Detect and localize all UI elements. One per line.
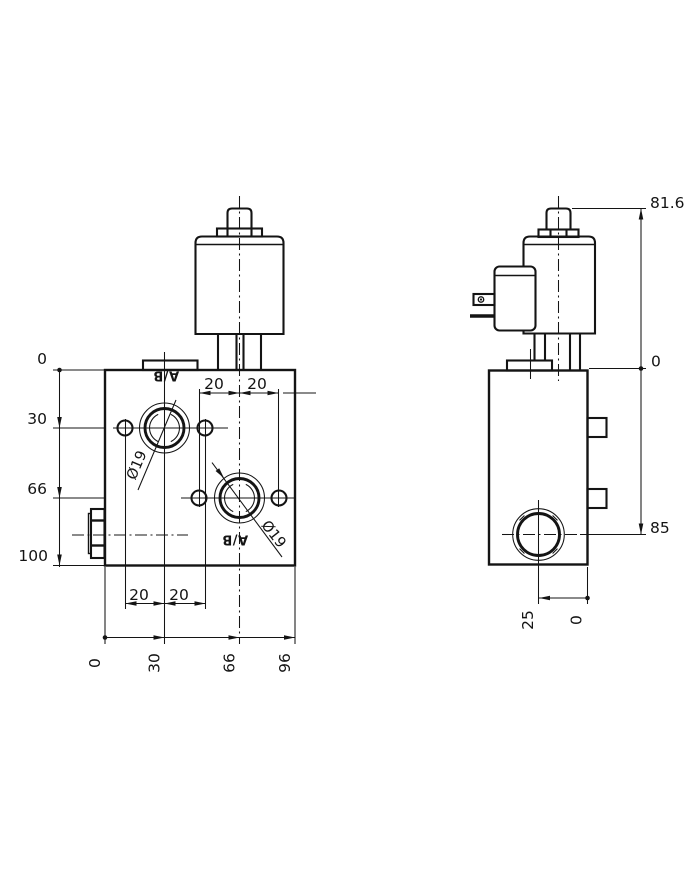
port-a-bore-circle xyxy=(143,407,186,449)
hex-corner-3 xyxy=(519,515,525,521)
front-solenoid xyxy=(194,207,285,370)
front-view-dimension-lines xyxy=(57,367,316,640)
port-b xyxy=(190,462,288,558)
arrow-bot-pair-left xyxy=(125,601,137,606)
origin-dot-side xyxy=(638,366,644,371)
mount-hole-b-right xyxy=(270,489,288,507)
origin-dot-bottom xyxy=(102,635,108,640)
dim-left-100: 100 xyxy=(18,547,48,565)
dim-bottom-0: 0 xyxy=(86,658,104,668)
port-a-diameter-leader xyxy=(137,399,177,491)
side-view-dimension-lines xyxy=(539,208,644,601)
port-b-leader-arrow xyxy=(215,468,225,479)
mount-hole-a-left xyxy=(116,419,134,437)
solenoid-top-cap xyxy=(226,207,253,230)
hex-corner-1 xyxy=(552,548,558,554)
side-view: 81.6 0 85 25 0 xyxy=(470,194,685,630)
arrow-100 xyxy=(57,554,62,566)
arrow-85 xyxy=(638,523,644,535)
arrow-25 xyxy=(539,595,550,601)
side-plug-body xyxy=(89,507,106,560)
front-block xyxy=(87,359,297,567)
front-view-centerlines xyxy=(53,196,296,644)
origin-dot-left xyxy=(57,367,62,373)
front-block-outline xyxy=(103,368,297,567)
arrow-bot-pair-mid-l xyxy=(153,601,165,606)
dim-side-bottom-0: 0 xyxy=(568,615,586,625)
port-b-thread-arc-right xyxy=(245,483,255,513)
port-b-outer-circle xyxy=(213,472,266,524)
side-view-centerlines xyxy=(502,196,646,604)
front-flange-tab xyxy=(141,359,199,372)
dim-85: 85 xyxy=(650,519,670,537)
diameter-label-top: Ø19 xyxy=(124,449,150,483)
side-view-labels: 81.6 0 85 25 0 xyxy=(519,194,685,630)
side-block xyxy=(487,359,608,566)
hex-corner-2 xyxy=(519,548,525,554)
arrow-b96 xyxy=(284,635,295,640)
terminal-screw-dot xyxy=(479,298,483,301)
side-solenoid-coil-body xyxy=(522,235,597,335)
arrow-bot-pair-mid-r xyxy=(164,601,176,606)
side-port-bore-circle xyxy=(516,512,561,557)
arrow-top-pair-mid-l xyxy=(228,390,240,396)
port-a-thread-arc-right xyxy=(170,413,180,443)
dim-bottom-66: 66 xyxy=(221,653,239,673)
dim-side-bottom-25: 25 xyxy=(519,610,537,630)
dim-left-30: 30 xyxy=(27,410,47,428)
port-b-bore-circle xyxy=(218,477,261,519)
arrow-81-6 xyxy=(638,208,644,220)
mount-hole-a-right xyxy=(196,419,214,437)
side-plug-tip xyxy=(87,512,92,555)
side-solenoid-top-cap xyxy=(545,207,572,231)
port-a xyxy=(116,399,214,491)
arrow-top-pair-right xyxy=(267,390,279,396)
dim-bottom-96: 96 xyxy=(276,653,294,673)
arrow-30 xyxy=(57,417,62,428)
front-view-labels: A/B A/B Ø19 Ø19 0 30 66 100 20 20 20 20 … xyxy=(18,350,294,673)
connector-spade-terminal xyxy=(472,292,496,307)
port-b-diameter-leader xyxy=(211,462,283,558)
dim-bot-pair-1: 20 xyxy=(129,586,149,604)
dim-left-66: 66 xyxy=(27,480,47,498)
side-boss-upper xyxy=(586,416,608,439)
origin-dot-side-bottom xyxy=(585,595,590,601)
side-flange-plate xyxy=(505,359,554,372)
arrow-66 xyxy=(57,487,62,498)
terminal-screw-icon xyxy=(477,296,485,303)
side-solenoid xyxy=(470,207,597,371)
side-port-outer-circle xyxy=(512,508,565,561)
port-a-thread-arc-left xyxy=(149,413,159,443)
arrow-bot-pair-right xyxy=(194,601,206,606)
port-label-top: A/B xyxy=(153,368,179,383)
dim-0-side: 0 xyxy=(651,353,661,371)
arrow-b66 xyxy=(228,635,240,640)
solenoid-coil-body xyxy=(194,235,285,336)
arrow-top-pair-mid-r xyxy=(239,390,251,396)
front-view: A/B A/B Ø19 Ø19 0 30 66 100 20 20 20 20 … xyxy=(18,196,316,673)
port-label-bottom: A/B xyxy=(222,532,248,547)
mount-hole-b-left xyxy=(190,489,208,507)
arrow-top-pair-left xyxy=(199,390,211,396)
dim-81-6: 81.6 xyxy=(650,194,685,212)
dim-bot-pair-2: 20 xyxy=(169,586,189,604)
diameter-label-bottom: Ø19 xyxy=(258,518,289,551)
dim-top-pair-2: 20 xyxy=(247,375,267,393)
dim-left-0: 0 xyxy=(37,350,47,368)
port-a-outer-circle xyxy=(138,402,191,454)
dim-bottom-30: 30 xyxy=(146,653,164,673)
arrow-b30 xyxy=(153,635,165,640)
hex-corner-4 xyxy=(552,515,558,521)
dim-top-pair-1: 20 xyxy=(204,375,224,393)
side-boss-lower xyxy=(586,487,608,510)
